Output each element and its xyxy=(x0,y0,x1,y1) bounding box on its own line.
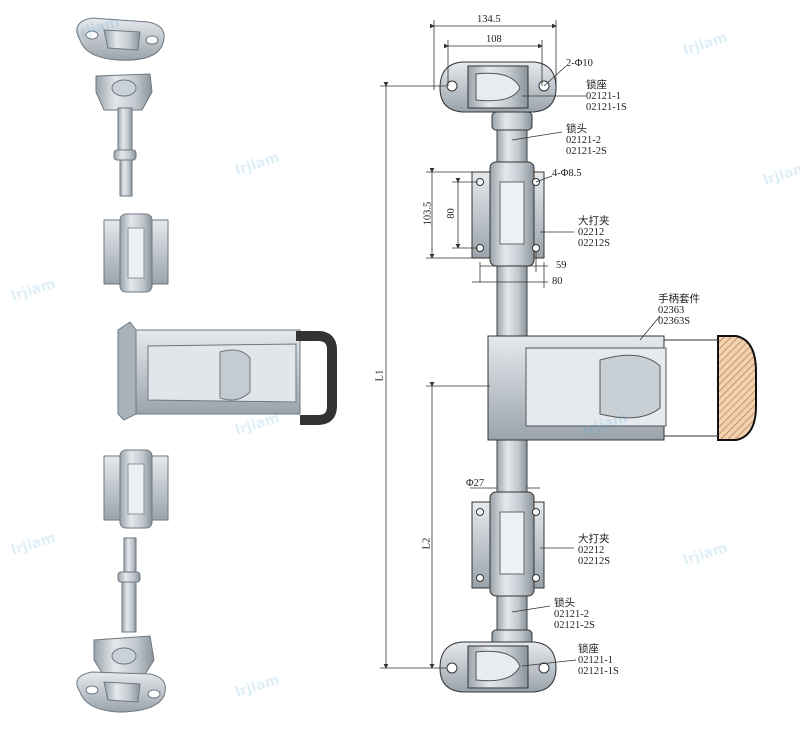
svg-text:lrjiam: lrjiam xyxy=(681,30,729,54)
dimension-lines xyxy=(380,20,661,669)
lower-clamp-drawing xyxy=(471,491,545,597)
upper-clamp-drawing xyxy=(471,161,545,267)
dim-clamp-inner-height: 80 xyxy=(445,208,457,219)
callout-top-lock-seat: 锁座 02121-1 02121-1S xyxy=(586,80,627,113)
callout-code-s: 02363S xyxy=(658,316,691,327)
callout-code-s: 02121-2S xyxy=(566,146,607,157)
callout-upper-clamp: 大打夹 02212 02212S xyxy=(578,216,610,249)
exploded-top-lock-head xyxy=(95,73,153,197)
exploded-lower-clamp xyxy=(103,449,169,529)
svg-text:lrjiam: lrjiam xyxy=(9,530,57,554)
handle-drawing xyxy=(487,335,757,441)
callout-name: 大打夹 xyxy=(578,216,610,227)
callout-code-s: 02212S xyxy=(578,238,611,249)
callout-bottom-lock-head: 锁头 02121-2 02121-2S xyxy=(554,598,595,631)
dim-top-outer-width: 134.5 xyxy=(477,14,501,25)
exploded-top-lock-seat xyxy=(76,17,165,61)
exploded-upper-clamp xyxy=(103,213,169,293)
svg-text:lrjiam: lrjiam xyxy=(233,672,281,696)
svg-text:lrjiam: lrjiam xyxy=(761,160,800,184)
watermark-logo-icon: lrjiam xyxy=(233,150,281,174)
dim-clamp-outer-width: 80 xyxy=(552,276,563,287)
callout-code-s: 02121-1S xyxy=(578,666,619,677)
exploded-bottom-lock-head xyxy=(93,537,155,677)
front-view xyxy=(439,61,757,693)
exploded-view xyxy=(76,17,337,713)
exploded-handle xyxy=(117,321,337,425)
exploded-bottom-lock-seat xyxy=(76,671,166,713)
svg-text:lrjiam: lrjiam xyxy=(581,410,629,434)
callout-code: 02121-1 xyxy=(586,91,621,102)
watermark-logo-icon: lrjiam xyxy=(681,30,729,54)
svg-text:lrjiam: lrjiam xyxy=(681,540,729,564)
callout-code: 02121-2 xyxy=(566,135,601,146)
dim-clamp-outer-height: 103.5 xyxy=(422,201,434,226)
top-lock-seat-drawing xyxy=(439,61,557,113)
callout-bottom-lock-seat: 锁座 02121-1 02121-1S xyxy=(578,644,619,677)
callout-code-s: 02212S xyxy=(578,556,611,567)
svg-text:lrjiam: lrjiam xyxy=(233,150,281,174)
dim-total-length: L1 xyxy=(374,369,386,382)
dim-clamp-inner-width: 59 xyxy=(556,260,567,271)
dim-clamp-hole-spec: 4-Φ8.5 xyxy=(552,168,582,179)
svg-text:lrjiam: lrjiam xyxy=(9,276,57,300)
callout-lower-clamp: 大打夹 02212 02212S xyxy=(578,534,610,567)
callout-code: 02212 xyxy=(578,545,605,556)
callout-code: 02363 xyxy=(658,305,685,316)
watermark-logo-icon: lrjiam xyxy=(581,410,629,434)
callout-name: 大打夹 xyxy=(578,534,610,545)
dim-top-inner-width: 108 xyxy=(486,34,502,45)
watermark-logo-icon: lrjiam xyxy=(73,14,121,38)
callout-name: 锁座 xyxy=(578,644,599,655)
svg-text:lrjiam: lrjiam xyxy=(233,410,281,434)
watermark-logo-icon: lrjiam xyxy=(761,160,800,184)
dim-hole-spec: 2-Φ10 xyxy=(566,58,593,69)
watermark-logo-icon: lrjiam xyxy=(233,410,281,434)
watermark-logo-icon: lrjiam xyxy=(9,530,57,554)
watermark-logo-icon: lrjiam xyxy=(681,540,729,564)
callout-code: 02212 xyxy=(578,227,605,238)
callout-top-lock-head: 锁头 02121-2 02121-2S xyxy=(566,124,607,157)
svg-text:lrjiam: lrjiam xyxy=(73,14,121,38)
callout-code: 02121-2 xyxy=(554,609,589,620)
callout-name: 锁头 xyxy=(566,124,587,135)
watermark-logo-icon: lrjiam xyxy=(9,276,57,300)
callout-code-s: 02121-1S xyxy=(586,102,627,113)
callout-name: 锁座 xyxy=(586,80,607,91)
dim-lower-length: L2 xyxy=(421,537,433,550)
dim-rod-diameter: Φ27 xyxy=(466,478,485,489)
callout-code: 02121-1 xyxy=(578,655,613,666)
top-lock-head-drawing xyxy=(491,111,533,131)
watermark-logo-icon: lrjiam xyxy=(233,672,281,696)
callout-name: 锁头 xyxy=(554,598,575,609)
bottom-lock-seat-drawing xyxy=(439,641,557,693)
handle-grip xyxy=(717,335,757,441)
callout-name: 手柄套件 xyxy=(658,294,700,305)
callout-handle: 手柄套件 02363 02363S xyxy=(658,294,700,327)
callout-code-s: 02121-2S xyxy=(554,620,595,631)
